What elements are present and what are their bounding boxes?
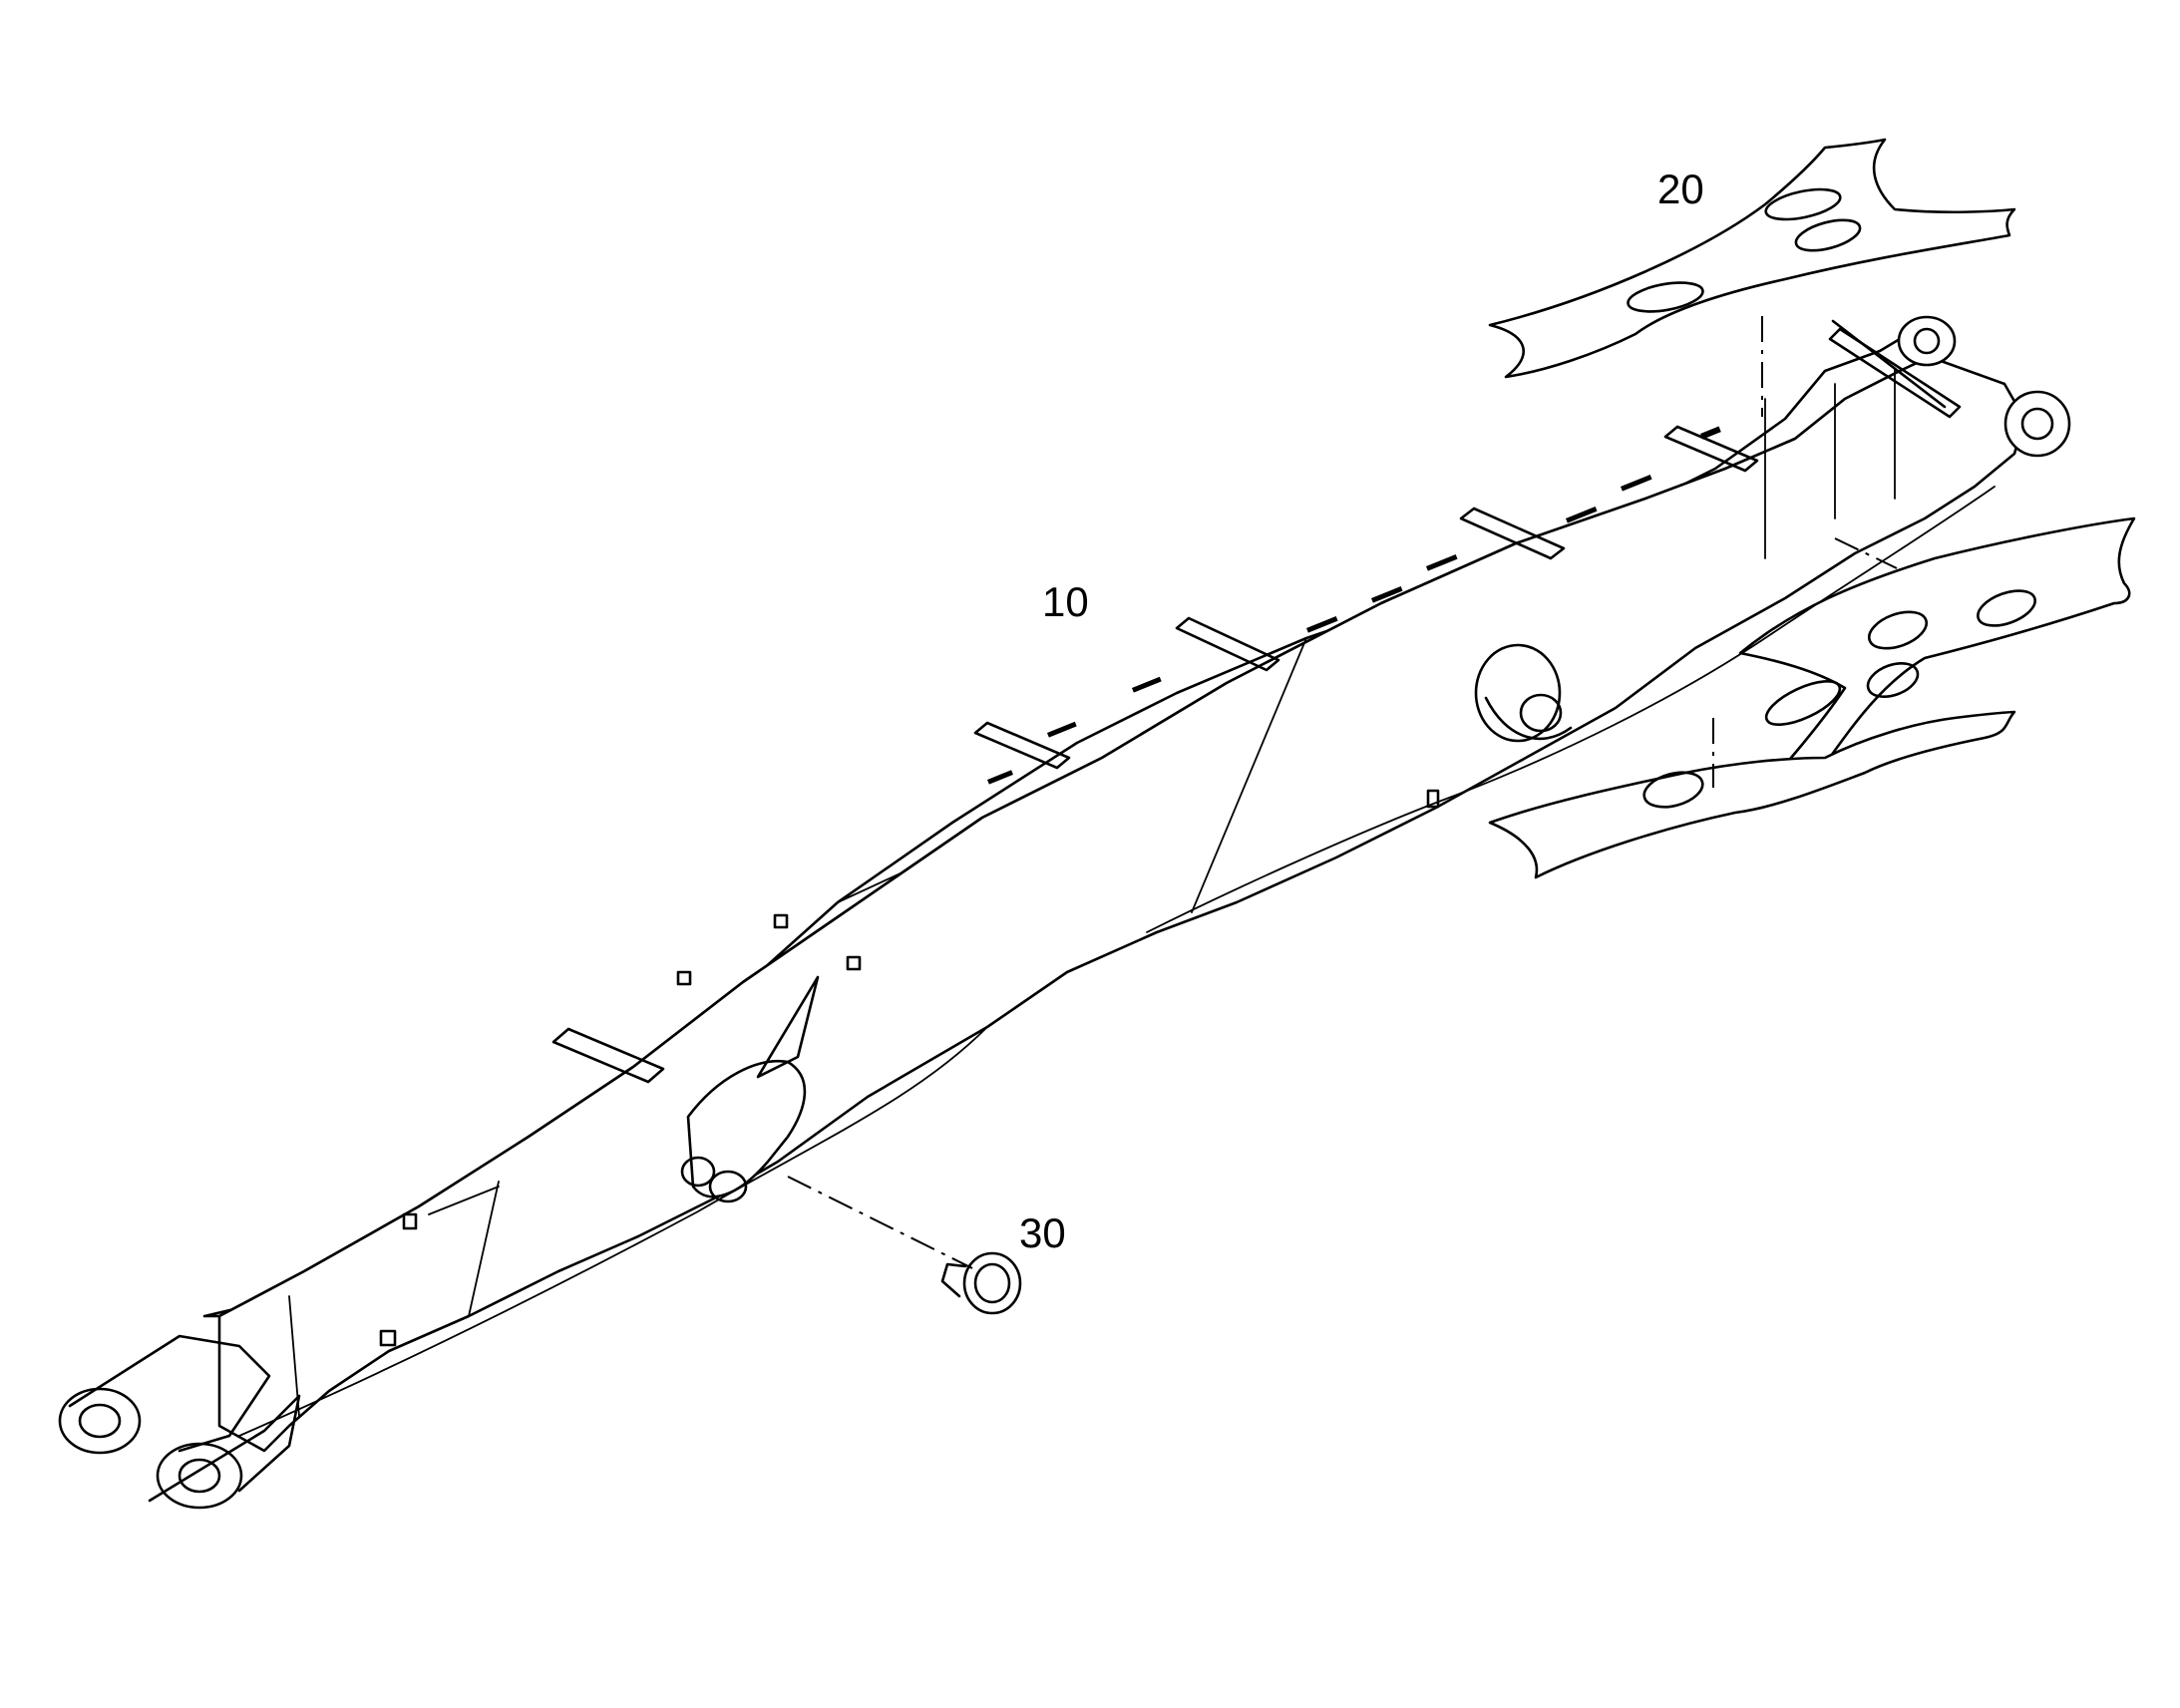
pin-30 <box>940 1251 1022 1315</box>
centerlines <box>787 316 1898 1269</box>
callout-30: 30 <box>1019 1209 1066 1256</box>
plate-20-lower <box>1488 516 2136 879</box>
flange-slots <box>379 426 1721 1347</box>
callout-20: 20 <box>1657 166 1704 212</box>
plate-20-upper <box>1488 138 2016 379</box>
top-brackets <box>551 319 1947 1084</box>
callout-10: 10 <box>1042 578 1089 625</box>
boom-arm-10 <box>58 315 2071 1510</box>
